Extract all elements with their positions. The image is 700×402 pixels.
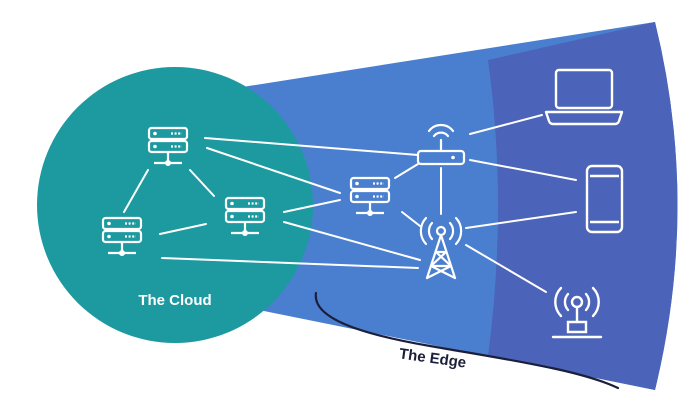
network-links	[123, 114, 577, 293]
edge-zone	[160, 22, 678, 390]
wifi-router-icon	[416, 123, 466, 166]
smartphone-icon	[585, 164, 624, 234]
iot-sensor-icon	[551, 286, 603, 339]
cloud-zone	[37, 67, 313, 343]
cloud-label: The Cloud	[138, 292, 211, 309]
edge-brace	[314, 291, 620, 390]
cell-tower-icon	[419, 216, 463, 280]
laptop-icon	[544, 68, 624, 126]
